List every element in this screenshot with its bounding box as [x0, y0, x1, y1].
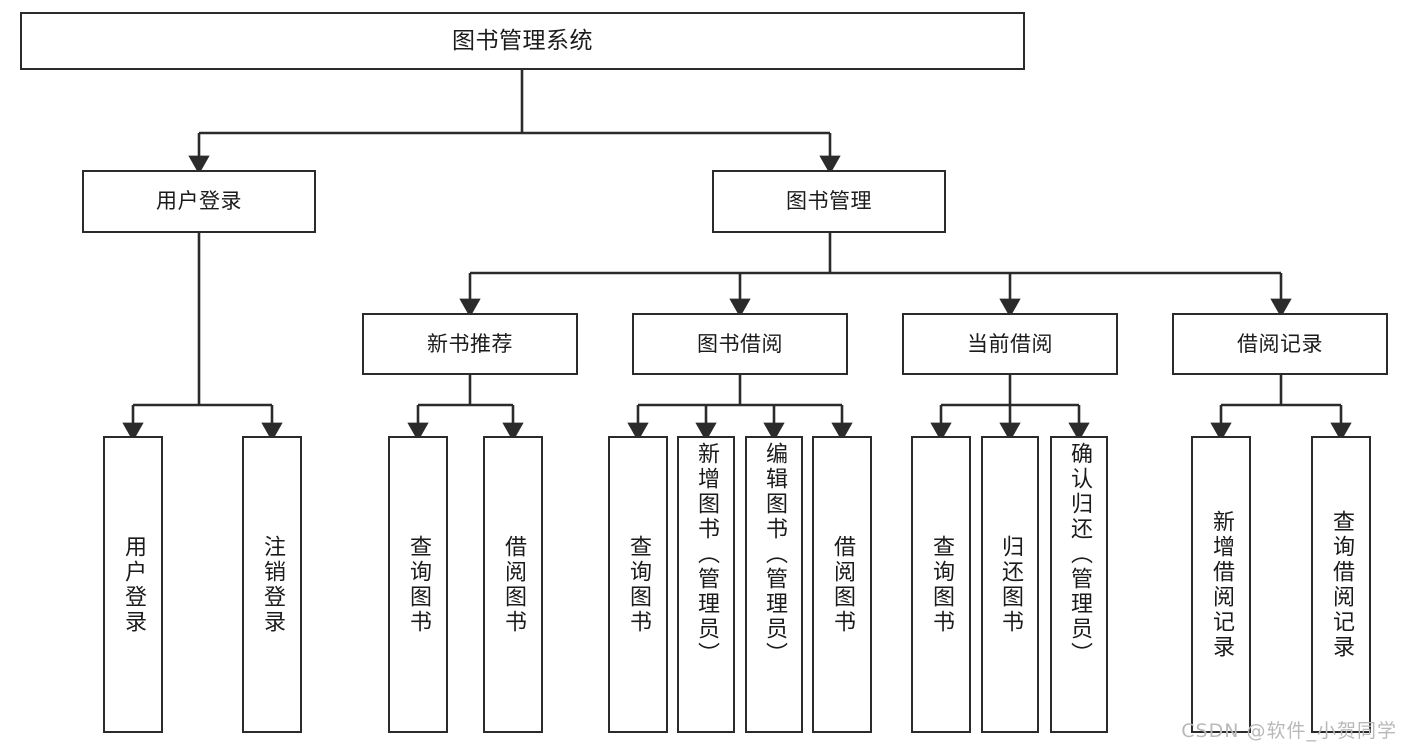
- leaf-query-borrow-record: 查询借阅记录: [1311, 436, 1371, 733]
- leaf-borrow-query-book: 查询图书: [608, 436, 668, 733]
- node-book-borrow-label: 图书借阅: [697, 331, 783, 356]
- node-current-borrow-label: 当前借阅: [967, 331, 1053, 356]
- leaf-recommend-borrow-book-label: 借阅图书: [501, 534, 526, 635]
- leaf-add-book-admin-label: 新增图书（管理员）: [694, 442, 719, 667]
- leaf-recommend-borrow-book: 借阅图书: [483, 436, 543, 733]
- node-borrow-record-label: 借阅记录: [1237, 331, 1323, 356]
- leaf-user-login-label: 用户登录: [121, 534, 146, 635]
- leaf-user-logout-label: 注销登录: [260, 534, 285, 635]
- leaf-add-book-admin: 新增图书（管理员）: [677, 436, 735, 733]
- leaf-confirm-return-admin: 确认归还（管理员）: [1050, 436, 1108, 733]
- node-new-book-recommend: 新书推荐: [362, 313, 578, 375]
- leaf-edit-book-admin: 编辑图书（管理员）: [745, 436, 803, 733]
- leaf-return-book: 归还图书: [981, 436, 1039, 733]
- node-user-login-label: 用户登录: [156, 189, 242, 214]
- leaf-confirm-return-admin-label: 确认归还（管理员）: [1067, 442, 1092, 667]
- leaf-current-query-book: 查询图书: [911, 436, 971, 733]
- leaf-return-book-label: 归还图书: [998, 534, 1023, 635]
- node-current-borrow: 当前借阅: [902, 313, 1118, 375]
- leaf-edit-book-admin-label: 编辑图书（管理员）: [762, 442, 787, 667]
- node-borrow-record: 借阅记录: [1172, 313, 1388, 375]
- leaf-borrow-query-book-label: 查询图书: [626, 534, 651, 635]
- leaf-current-query-book-label: 查询图书: [929, 534, 954, 635]
- leaf-borrow-borrow-book-label: 借阅图书: [830, 534, 855, 635]
- node-new-book-recommend-label: 新书推荐: [427, 331, 513, 356]
- node-user-login: 用户登录: [82, 170, 316, 233]
- leaf-query-borrow-record-label: 查询借阅记录: [1329, 509, 1354, 660]
- leaf-user-logout: 注销登录: [242, 436, 302, 733]
- leaf-borrow-borrow-book: 借阅图书: [812, 436, 872, 733]
- leaf-recommend-query-book: 查询图书: [388, 436, 448, 733]
- node-book-management-label: 图书管理: [786, 189, 872, 214]
- csdn-watermark: CSDN @软件_小贺同学: [1181, 720, 1397, 742]
- leaf-add-borrow-record-label: 新增借阅记录: [1209, 509, 1234, 660]
- leaf-add-borrow-record: 新增借阅记录: [1191, 436, 1251, 733]
- leaf-user-login: 用户登录: [103, 436, 163, 733]
- node-book-borrow: 图书借阅: [632, 313, 848, 375]
- node-root: 图书管理系统: [20, 12, 1025, 70]
- leaf-recommend-query-book-label: 查询图书: [406, 534, 431, 635]
- node-book-management: 图书管理: [712, 170, 946, 233]
- node-root-label: 图书管理系统: [452, 27, 593, 54]
